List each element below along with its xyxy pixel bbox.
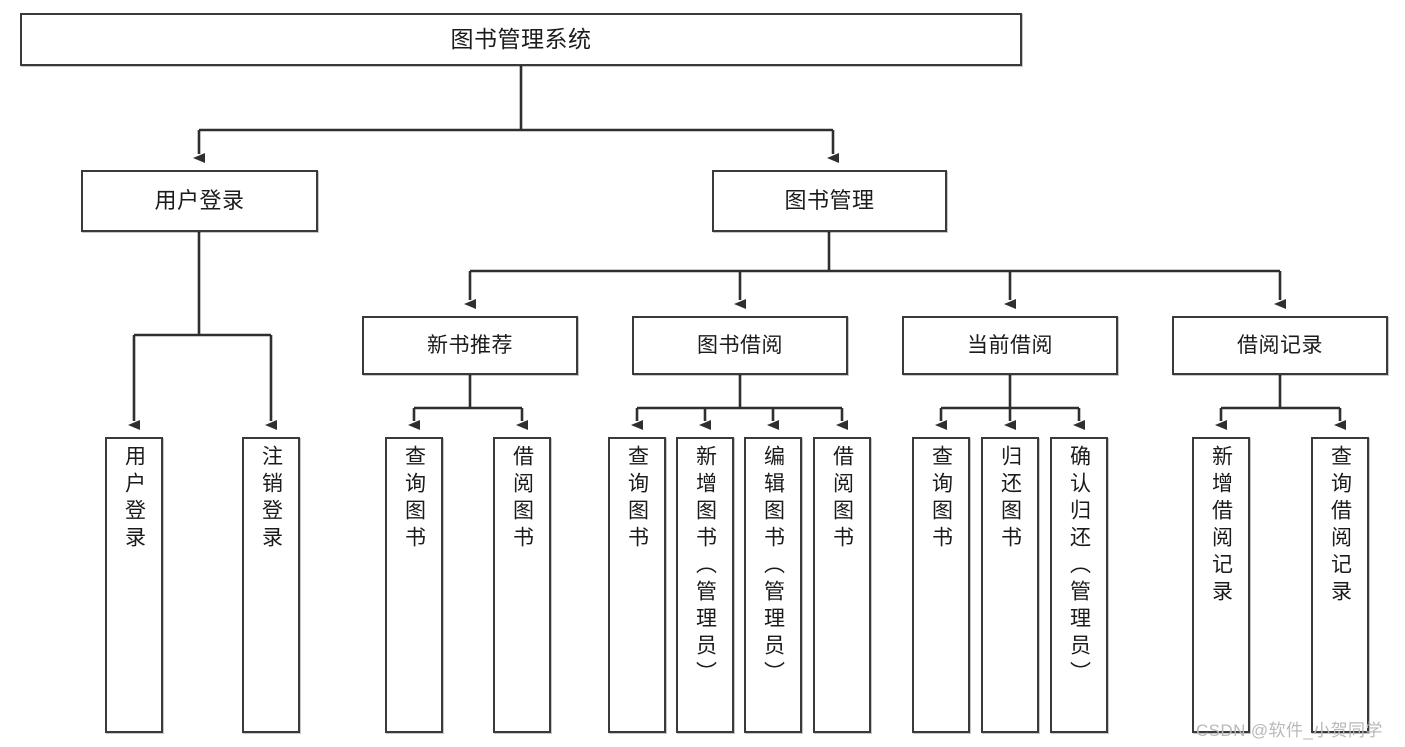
node-book-management[interactable]: 图书管理 bbox=[712, 170, 947, 232]
node-label: 确认归还（管理员） bbox=[1067, 445, 1091, 688]
node-label: 图书管理 bbox=[784, 187, 875, 213]
node-label: 图书管理系统 bbox=[450, 25, 592, 52]
node-user-login[interactable]: 用户登录 bbox=[81, 170, 318, 232]
leaf-current-borrow-confirm-return[interactable]: 确认归还（管理员） bbox=[1050, 437, 1108, 733]
leaf-new-book-borrow[interactable]: 借阅图书 bbox=[493, 437, 551, 733]
node-label: 归还图书 bbox=[998, 445, 1022, 553]
node-current-borrow[interactable]: 当前借阅 bbox=[902, 316, 1118, 375]
leaf-book-borrow-query[interactable]: 查询图书 bbox=[608, 437, 666, 733]
leaf-user-login-logout[interactable]: 注销登录 bbox=[242, 437, 300, 733]
node-borrow-record[interactable]: 借阅记录 bbox=[1172, 316, 1388, 375]
node-label: 当前借阅 bbox=[967, 333, 1053, 357]
leaf-borrow-record-add[interactable]: 新增借阅记录 bbox=[1192, 437, 1250, 733]
node-label: 用户登录 bbox=[154, 187, 245, 213]
node-label: 图书借阅 bbox=[697, 333, 783, 357]
node-label: 借阅图书 bbox=[830, 445, 854, 553]
leaf-new-book-query[interactable]: 查询图书 bbox=[385, 437, 443, 733]
node-root-system[interactable]: 图书管理系统 bbox=[20, 13, 1022, 66]
leaf-book-borrow-borrow[interactable]: 借阅图书 bbox=[813, 437, 871, 733]
node-label: 查询图书 bbox=[402, 445, 426, 553]
node-label: 新增图书（管理员） bbox=[693, 445, 717, 688]
node-new-book-recommend[interactable]: 新书推荐 bbox=[362, 316, 578, 375]
leaf-book-borrow-edit[interactable]: 编辑图书（管理员） bbox=[744, 437, 802, 733]
node-book-borrow[interactable]: 图书借阅 bbox=[632, 316, 848, 375]
node-label: 查询图书 bbox=[625, 445, 649, 553]
leaf-user-login-login[interactable]: 用户登录 bbox=[105, 437, 163, 733]
leaf-current-borrow-query[interactable]: 查询图书 bbox=[912, 437, 970, 733]
node-label: 新增借阅记录 bbox=[1209, 445, 1233, 607]
leaf-book-borrow-add[interactable]: 新增图书（管理员） bbox=[676, 437, 734, 733]
node-label: 新书推荐 bbox=[427, 333, 513, 357]
leaf-current-borrow-return[interactable]: 归还图书 bbox=[981, 437, 1039, 733]
node-label: 借阅记录 bbox=[1237, 333, 1323, 357]
node-label: 用户登录 bbox=[122, 445, 146, 553]
node-label: 编辑图书（管理员） bbox=[761, 445, 785, 688]
node-label: 查询图书 bbox=[929, 445, 953, 553]
node-label: 注销登录 bbox=[259, 445, 283, 553]
node-label: 查询借阅记录 bbox=[1328, 445, 1352, 607]
node-label: 借阅图书 bbox=[510, 445, 534, 553]
csdn-watermark: CSDN @软件_小贺同学 bbox=[1196, 721, 1383, 740]
leaf-borrow-record-query[interactable]: 查询借阅记录 bbox=[1311, 437, 1369, 733]
